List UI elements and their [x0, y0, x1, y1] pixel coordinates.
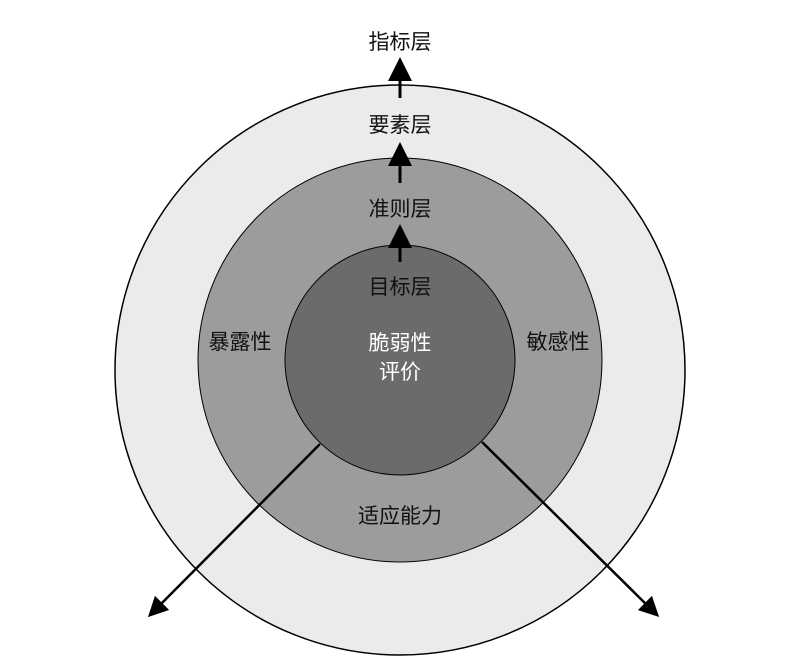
indicator-layer-label: 指标层 [369, 30, 432, 54]
center-label-line1: 脆弱性 [369, 331, 432, 355]
arrow-lower-right [481, 441, 660, 618]
target-layer-label: 目标层 [369, 275, 432, 299]
element-layer-label: 要素层 [369, 113, 432, 137]
exposure-label: 暴露性 [209, 330, 272, 354]
adaptive-capacity-label: 适应能力 [358, 504, 442, 528]
sensitivity-label: 敏感性 [527, 330, 590, 354]
criterion-layer-label: 准则层 [369, 197, 432, 221]
arrow-lower-left [147, 443, 321, 618]
center-label-line2: 评价 [379, 360, 421, 384]
